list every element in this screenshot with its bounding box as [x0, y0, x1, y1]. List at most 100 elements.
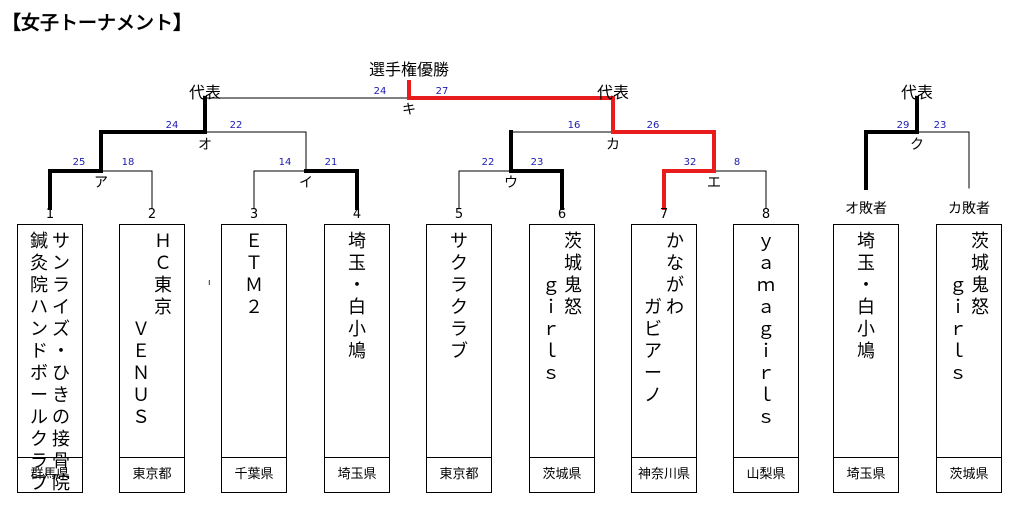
team-name-char: 怒: [564, 297, 582, 318]
line-third: [916, 131, 970, 189]
score: 27: [435, 86, 449, 97]
score: 29: [896, 120, 910, 131]
representative-label-1: 代表: [188, 83, 222, 102]
team-name-char: ａ: [757, 253, 775, 274]
score: 23: [530, 157, 544, 168]
team-name-char: 玉: [348, 253, 366, 274]
team-name-char: ル: [30, 407, 48, 428]
team-name-column: ガビアーノ: [642, 231, 664, 407]
team-name-char: ブ: [30, 473, 48, 494]
team-name-char: ｇ: [949, 275, 967, 296]
team-name-char: 城: [564, 253, 582, 274]
team-box: サクラクラブ東京都: [426, 224, 492, 493]
team-name-char: Ｖ: [132, 319, 150, 340]
prefecture: 埼玉県: [834, 457, 898, 492]
match-label-i: イ: [299, 175, 313, 191]
team-name-char: 鍼: [30, 231, 48, 252]
team-name-char: [138, 253, 144, 275]
prefecture: 埼玉県: [325, 457, 389, 492]
team-name-char: 怒: [971, 297, 989, 318]
team-name-char: [138, 275, 144, 297]
line-win-third: [864, 96, 919, 190]
team-name: サクラクラブ: [427, 225, 491, 464]
team-name-char: ハ: [30, 297, 48, 318]
team-name-char: ａ: [757, 297, 775, 318]
seed-number: 4: [352, 207, 362, 222]
team-name-column: かながわ: [664, 231, 686, 319]
team-name-char: ｒ: [757, 363, 775, 384]
prefecture: 山梨県: [734, 457, 798, 492]
team-name-char: 京: [154, 297, 172, 318]
seed-number: 1: [45, 207, 55, 222]
team-name-char: [650, 231, 656, 253]
team-name-column: 鍼灸院ハンドボールクラブ: [28, 231, 50, 495]
team-name-char: [650, 253, 656, 275]
team-name-char: ｌ: [757, 385, 775, 406]
team-name-char: Ｕ: [132, 385, 150, 406]
score: 8: [733, 157, 741, 168]
team-name-char: 鬼: [971, 275, 989, 296]
team-name-char: ｉ: [949, 297, 967, 318]
team-name-column: 茨城鬼怒: [562, 231, 584, 319]
team-name-char: ン: [52, 253, 70, 274]
team-name-char: 城: [971, 253, 989, 274]
team-name-char: 小: [857, 319, 875, 340]
team-box: 埼玉・白小鳩埼玉県: [324, 224, 390, 493]
team-name: サンライズ・ひきの接骨院鍼灸院ハンドボールクラブ: [18, 225, 82, 494]
team-name-char: サ: [450, 231, 468, 252]
team-name-char: ひ: [52, 363, 70, 384]
line-r1-d: [713, 170, 767, 209]
prefecture: 東京都: [120, 457, 184, 492]
team-name-char: サ: [52, 231, 70, 252]
representative-label-3: 代表: [900, 83, 934, 102]
score: 24: [373, 86, 387, 97]
line-r2-ka: [510, 131, 614, 172]
team-name-char: ｓ: [949, 363, 967, 384]
team-name-char: ン: [30, 319, 48, 340]
match-label-o: オ: [198, 137, 212, 153]
team-name-char: ラ: [52, 275, 70, 296]
team-name-char: [138, 297, 144, 319]
score: 32: [683, 157, 697, 168]
team-name-char: ー: [30, 385, 48, 406]
score: 24: [165, 120, 179, 131]
team-name-char: 東: [154, 275, 172, 296]
team-name-char: 骨: [52, 451, 70, 472]
team-box: かながわ ガビアーノ神奈川県: [631, 224, 697, 493]
team-name-char: ビ: [644, 319, 662, 340]
team-name-char: ｓ: [542, 363, 560, 384]
team-name-char: ー: [644, 363, 662, 384]
team-name-char: [138, 231, 144, 253]
score: 22: [481, 157, 495, 168]
team-name-char: ボ: [30, 363, 48, 384]
team-name-char: ノ: [644, 385, 662, 406]
team-box: サンライズ・ひきの接骨院鍼灸院ハンドボールクラブ群馬県: [17, 224, 83, 494]
team-name-char: わ: [666, 297, 684, 318]
team-name-char: ド: [30, 341, 48, 362]
prefecture: 群馬県: [18, 457, 82, 492]
team-name-column: 埼玉・白小鳩: [346, 231, 368, 363]
team-name-char: ｇ: [757, 319, 775, 340]
team-name-char: ｉ: [757, 341, 775, 362]
team-name-char: ２: [245, 297, 263, 318]
team-name-char: か: [666, 231, 684, 252]
seed-number: 2: [147, 207, 157, 222]
team-name-char: ｉ: [542, 297, 560, 318]
team-name-char: 玉: [857, 253, 875, 274]
team-name-char: [548, 231, 554, 253]
team-name-char: ｒ: [542, 319, 560, 340]
team-name-char: ク: [450, 253, 468, 274]
team-name-column: サンライズ・ひきの接骨院: [50, 231, 72, 495]
score: 21: [324, 157, 338, 168]
team-name-char: 鬼: [564, 275, 582, 296]
team-name-char: な: [666, 253, 684, 274]
seed-number: 7: [659, 207, 669, 222]
